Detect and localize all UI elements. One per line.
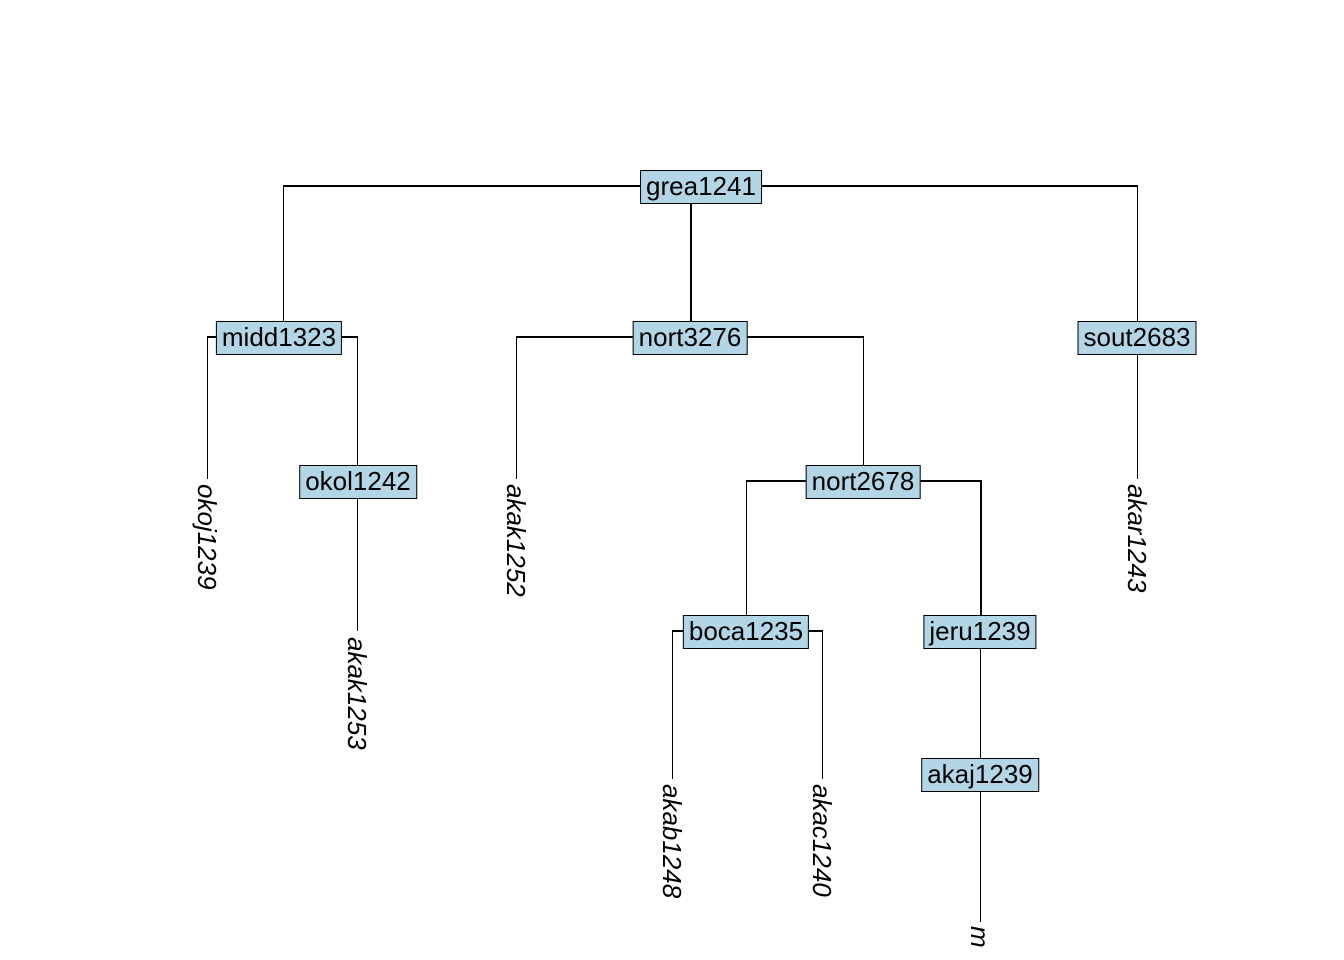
edge-root-to-sout2683 [1136, 185, 1138, 322]
node-midd1323: midd1323 [215, 321, 343, 355]
edge-nort2678-to-jeru1239 [980, 480, 982, 616]
leaf-label-m: m [965, 926, 995, 948]
edge-jeru1239-to-akaj1239 [979, 645, 981, 759]
node-grea1241: grea1241 [640, 170, 762, 204]
leaf-label-akak1252: akak1252 [501, 484, 531, 597]
leaf-label-akab1248: akab1248 [657, 784, 687, 899]
node-boca1235: boca1235 [682, 615, 810, 649]
node-okol1242: okol1242 [299, 465, 417, 499]
leaf-label-akar1243: akar1243 [1122, 484, 1152, 593]
edge-root-to-nort3276 [690, 202, 692, 322]
node-nort2678: nort2678 [805, 465, 921, 499]
leaf-label-akak1253: akak1253 [342, 637, 372, 750]
edge-nort3276-to-nort2678 [862, 336, 864, 467]
edge-boca1235-to-akab1248 [671, 630, 673, 779]
node-jeru1239: jeru1239 [923, 615, 1037, 649]
edge-midd1323-to-okoj1239 [206, 336, 208, 479]
edge-sout2683-to-akar1243 [1136, 351, 1138, 479]
edge-midd1323-to-okol1242 [356, 336, 358, 467]
node-akaj1239: akaj1239 [921, 758, 1039, 792]
edge-nort3276-to-akak1252 [515, 336, 517, 479]
node-nort3276: nort3276 [632, 321, 748, 355]
leaf-label-okoj1239: okoj1239 [192, 484, 222, 590]
leaf-label-akac1240: akac1240 [807, 784, 837, 897]
edge-okol1242-to-akak1253 [356, 495, 358, 631]
edge-root-to-midd1323 [282, 185, 284, 322]
edge-boca1235-to-akac1240 [821, 630, 823, 779]
edge-nort2678-to-boca1235 [745, 480, 747, 616]
edge-akaj1239-to-leaf [979, 788, 981, 922]
node-sout2683: sout2683 [1077, 321, 1197, 355]
